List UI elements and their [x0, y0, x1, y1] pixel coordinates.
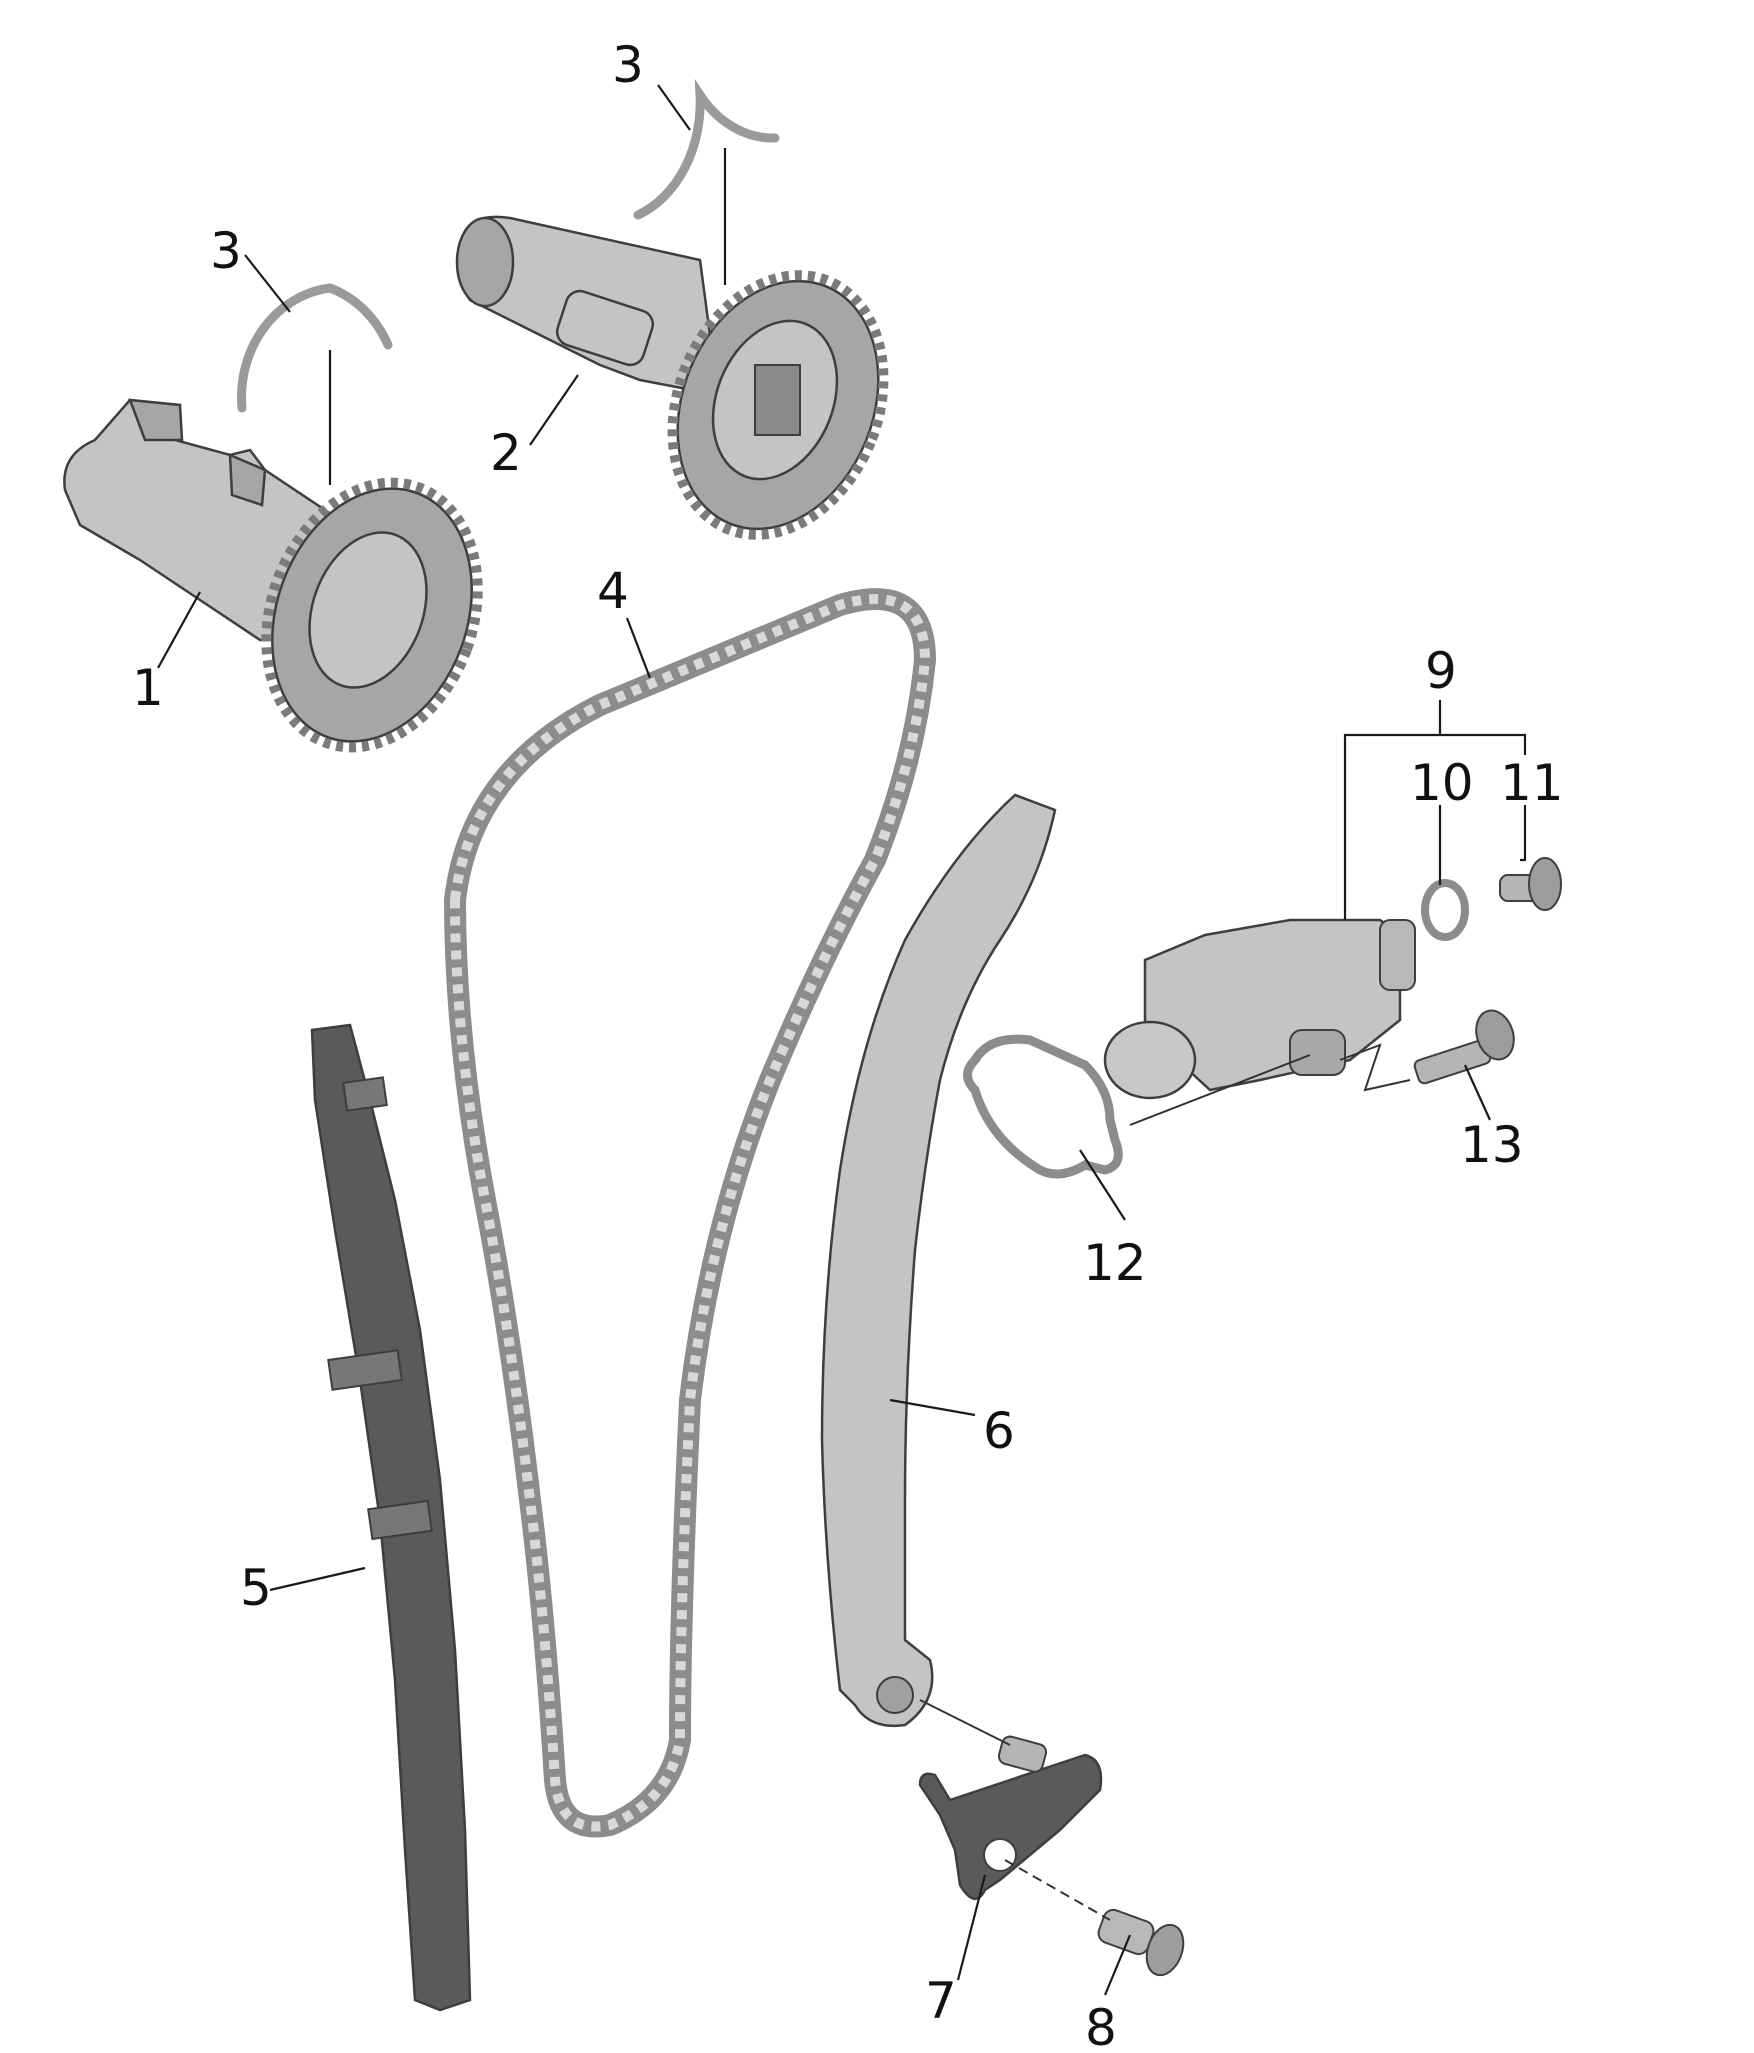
camshaft-retaining-ring-upper: [633, 78, 780, 220]
chain-tensioner-assembly: [1103, 918, 1416, 1100]
callout-6: 6: [983, 1402, 1015, 1460]
callout-7: 7: [925, 1972, 957, 2030]
callout-3-left: 3: [210, 222, 242, 280]
callout-12: 12: [1083, 1234, 1147, 1292]
callout-11: 11: [1500, 754, 1564, 812]
callout-9: 9: [1425, 642, 1457, 700]
chain-guide-fixed: [310, 1023, 472, 2012]
chain-tensioner-rail: [820, 793, 1057, 1728]
assembly-guide-lines: [919, 1043, 1411, 1921]
callout-3-upper: 3: [612, 36, 644, 94]
tensioner-mounting-screw: [1413, 1009, 1515, 1085]
tensioner-gasket: [963, 1034, 1123, 1179]
camshaft-upper: [455, 215, 889, 540]
callout-labels: 1 2 3 3 4 5 6 7 8 9 10 11 12 13: [132, 36, 1564, 2053]
callout-10: 10: [1410, 754, 1474, 812]
callout-2: 2: [490, 424, 522, 482]
callout-13: 13: [1460, 1116, 1524, 1174]
screw-plug: [1499, 857, 1562, 911]
callout-8: 8: [1085, 1999, 1117, 2053]
camshaft-retaining-ring-left: [237, 283, 393, 413]
timing-chain: [444, 588, 936, 1838]
camshaft-lower: [63, 398, 483, 753]
callout-5: 5: [240, 1559, 272, 1617]
sealing-washer: [1421, 879, 1469, 941]
tensioner-rail-pivot-plate: [918, 1735, 1103, 1900]
callout-1: 1: [132, 659, 164, 717]
leader-lines: [157, 84, 1527, 1996]
callout-4: 4: [597, 562, 629, 620]
pivot-bolt: [1097, 1908, 1185, 1977]
